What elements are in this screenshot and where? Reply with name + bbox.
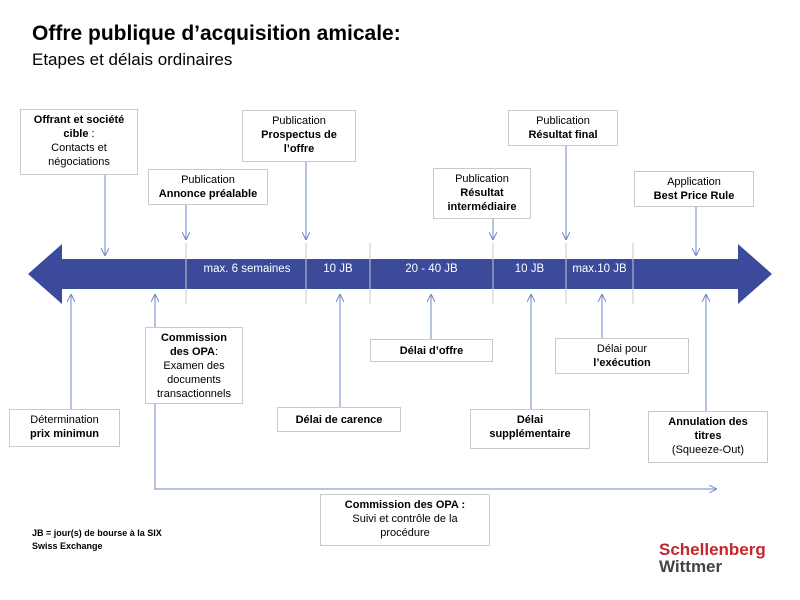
determination-bold: prix minimun: [29, 428, 100, 440]
prospectus-bold-2: l’offre: [283, 143, 315, 155]
segment-label-4: 10 JB: [514, 263, 545, 275]
footnote-line-2: Swiss Exchange: [32, 541, 103, 551]
segment-label-3: 20 - 40 JB: [405, 263, 458, 275]
supplementaire-bold-2: supplémentaire: [489, 428, 571, 440]
annulation-bold-2: titres: [694, 430, 722, 442]
offrant-text-1: Contacts et: [51, 142, 107, 154]
commission-suivi-bold: Commission des OPA :: [344, 499, 466, 511]
resultat-inter-bold-2: intermédiaire: [447, 201, 517, 213]
resultat-inter-label: Publication: [455, 173, 509, 185]
box-commission: Commission des OPA: Examen des documents…: [145, 327, 243, 404]
execution-bold: l’exécution: [593, 357, 651, 369]
commission-text-3: transactionnels: [157, 388, 231, 400]
annonce-bold: Annonce préalable: [158, 188, 258, 200]
commission-suffix: :: [214, 346, 219, 358]
segment-label-5: max.10 JB: [572, 263, 627, 275]
offrant-suffix: :: [88, 128, 95, 140]
resultat-inter-bold-1: Résultat: [460, 187, 504, 199]
timeline-arrow: [28, 244, 772, 304]
segment-label-1: max. 6 semaines: [203, 263, 291, 275]
execution-text: Délai pour: [596, 343, 648, 355]
logo-line-1: Schellenberg: [659, 540, 766, 559]
box-offrant: Offrant et société cible : Contacts et n…: [20, 109, 138, 175]
resultat-final-label: Publication: [536, 115, 590, 127]
offre-bold: Délai d’offre: [399, 345, 464, 357]
best-price-bold: Best Price Rule: [653, 190, 735, 202]
box-resultat-intermediaire: Publication Résultat intermédiaire: [433, 168, 531, 219]
commission-bold-2: des OPA: [169, 346, 215, 358]
annulation-bold-1: Annulation des: [668, 416, 748, 428]
commission-text-2: documents: [167, 374, 221, 386]
footnote-line-1: JB = jour(s) de bourse à la SIX: [32, 528, 162, 538]
offrant-bold: Offrant et société cible: [33, 114, 125, 140]
box-annonce: Publication Annonce préalable: [148, 169, 268, 205]
prospectus-label: Publication: [272, 115, 326, 127]
page-title: Offre publique d’acquisition amicale:: [32, 22, 401, 45]
commission-text-1: Examen des: [163, 360, 225, 372]
segment-label-2: 10 JB: [323, 263, 353, 275]
resultat-final-bold: Résultat final: [528, 129, 598, 141]
box-annulation: Annulation des titres (Squeeze-Out): [648, 411, 768, 463]
prospectus-bold-1: Prospectus de: [261, 129, 337, 141]
box-carence: Délai de carence: [277, 407, 401, 432]
offrant-text-2: négociations: [48, 156, 110, 168]
annulation-text: (Squeeze-Out): [671, 444, 745, 456]
company-logo: Schellenberg Wittmer: [659, 541, 766, 575]
connector-commission-suivi: [154, 404, 716, 489]
annonce-label: Publication: [181, 174, 235, 186]
footnote: JB = jour(s) de bourse à la SIX Swiss Ex…: [32, 527, 162, 553]
supplementaire-bold-1: Délai: [516, 414, 544, 426]
box-supplementaire: Délai supplémentaire: [470, 409, 590, 449]
logo-line-2: Wittmer: [659, 557, 723, 576]
box-execution: Délai pour l’exécution: [555, 338, 689, 374]
commission-suivi-text-1: Suivi et contrôle de la: [352, 513, 458, 525]
box-determination: Détermination prix minimun: [9, 409, 120, 447]
page-subtitle: Etapes et délais ordinaires: [32, 50, 233, 69]
box-commission-suivi: Commission des OPA : Suivi et contrôle d…: [320, 494, 490, 546]
best-price-label: Application: [667, 176, 721, 188]
carence-bold: Délai de carence: [295, 414, 383, 426]
determination-text: Détermination: [30, 414, 99, 426]
box-prospectus: Publication Prospectus de l’offre: [242, 110, 356, 162]
box-resultat-final: Publication Résultat final: [508, 110, 618, 146]
commission-bold-1: Commission: [160, 332, 227, 344]
commission-suivi-text-2: procédure: [380, 527, 430, 539]
box-delai-offre: Délai d’offre: [370, 339, 493, 362]
box-best-price: Application Best Price Rule: [634, 171, 754, 207]
